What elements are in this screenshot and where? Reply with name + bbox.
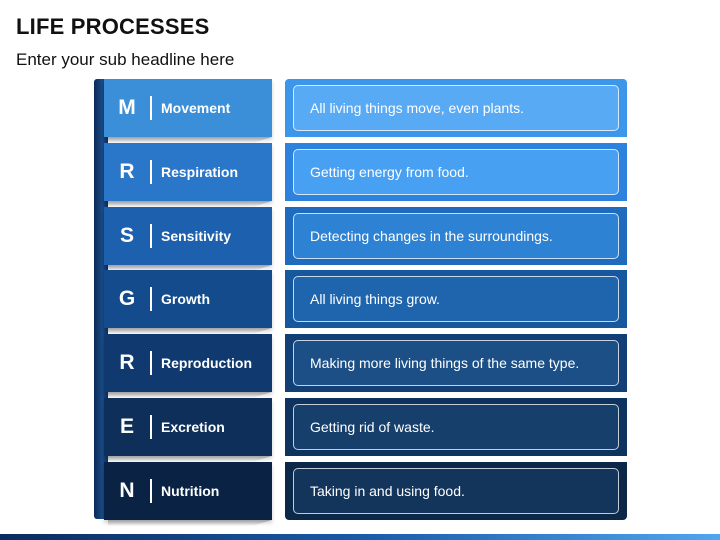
process-tab: G Growth xyxy=(104,270,272,328)
separator-line xyxy=(150,351,152,375)
description-panel: Detecting changes in the surroundings. xyxy=(285,207,627,265)
separator-line xyxy=(150,415,152,439)
process-label: Movement xyxy=(161,100,231,116)
fold-shadow xyxy=(108,456,272,462)
page-title: LIFE PROCESSES xyxy=(16,14,210,39)
process-label: Nutrition xyxy=(161,483,220,499)
description-panel: All living things grow. xyxy=(285,270,627,328)
process-tab: M Movement xyxy=(104,79,272,137)
description-panel: Getting rid of waste. xyxy=(285,398,627,456)
description-text: Detecting changes in the surroundings. xyxy=(293,213,619,259)
separator-line xyxy=(150,224,152,248)
description-text: All living things grow. xyxy=(293,276,619,322)
description-panel: Getting energy from food. xyxy=(285,143,627,201)
process-letter: S xyxy=(119,224,134,247)
process-row-movement: M Movement All living things move, even … xyxy=(0,79,720,143)
process-tab: R Respiration xyxy=(104,143,272,201)
process-row-reproduction: R Reproduction Making more living things… xyxy=(0,334,720,398)
fold-shadow xyxy=(108,201,272,207)
description-text: Taking in and using food. xyxy=(293,468,619,514)
description-panel: All living things move, even plants. xyxy=(285,79,627,137)
process-label: Reproduction xyxy=(161,355,252,371)
fold-shadow xyxy=(108,328,272,334)
bottom-accent-bar xyxy=(0,534,720,540)
description-text: Making more living things of the same ty… xyxy=(293,340,619,386)
process-letter: M xyxy=(118,96,136,119)
process-tab: E Excretion xyxy=(104,398,272,456)
separator-line xyxy=(150,479,152,503)
fold-shadow xyxy=(108,520,272,526)
process-label: Respiration xyxy=(161,164,239,180)
process-tab: S Sensitivity xyxy=(104,207,272,265)
process-row-nutrition: N Nutrition Taking in and using food. xyxy=(0,462,720,526)
process-row-sensitivity: S Sensitivity Detecting changes in the s… xyxy=(0,207,720,271)
description-panel: Taking in and using food. xyxy=(285,462,627,520)
page-subtitle: Enter your sub headline here xyxy=(16,50,235,69)
process-letter: R xyxy=(119,160,135,183)
description-text: Getting rid of waste. xyxy=(293,404,619,450)
fold-shadow xyxy=(108,265,272,271)
process-row-growth: G Growth All living things grow. xyxy=(0,270,720,334)
process-label: Excretion xyxy=(161,419,225,435)
process-letter: G xyxy=(118,287,136,310)
description-text: All living things move, even plants. xyxy=(293,85,619,131)
fold-shadow xyxy=(108,137,272,143)
process-letter: E xyxy=(119,415,134,438)
separator-line xyxy=(150,287,152,311)
process-tab: N Nutrition xyxy=(104,462,272,520)
process-label: Sensitivity xyxy=(161,228,232,244)
process-label: Growth xyxy=(161,291,210,307)
separator-line xyxy=(150,96,152,120)
process-row-respiration: R Respiration Getting energy from food. xyxy=(0,143,720,207)
process-tab: R Reproduction xyxy=(104,334,272,392)
process-row-excretion: E Excretion Getting rid of waste. xyxy=(0,398,720,462)
description-text: Getting energy from food. xyxy=(293,149,619,195)
process-letter: R xyxy=(119,351,135,374)
separator-line xyxy=(150,160,152,184)
fold-shadow xyxy=(108,392,272,398)
process-letter: N xyxy=(119,479,135,502)
description-panel: Making more living things of the same ty… xyxy=(285,334,627,392)
